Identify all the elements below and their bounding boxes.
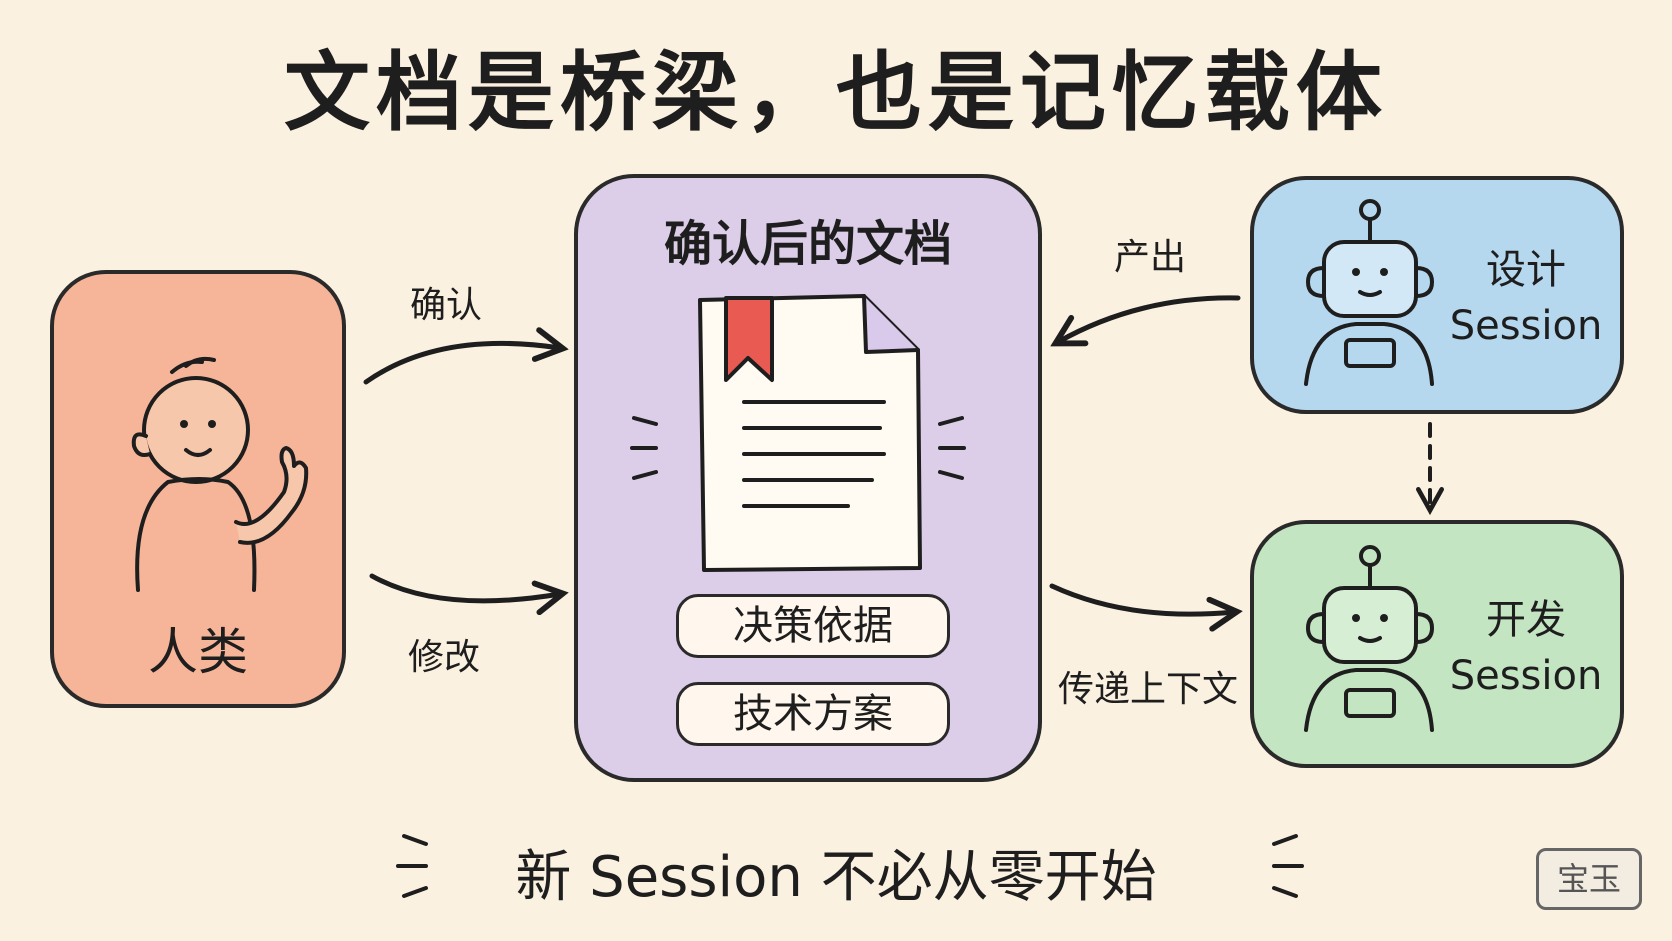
tag-decision-basis: 决策依据 [676,594,950,658]
arrow-produce [1058,295,1241,342]
dev-session-node [1250,520,1624,768]
edge-label-confirm: 确认 [410,285,483,326]
footer-sparkles [396,834,1304,898]
dev-robot-icon [1304,545,1434,732]
footer-caption: 新 Session 不必从零开始 [0,832,1672,913]
person-icon [131,356,309,592]
human-label: 人类 [148,623,248,681]
document-title: 确认后的文档 [663,216,952,272]
design-label-line1: 设计 [1486,247,1566,293]
bookmark-icon [724,296,774,382]
footer-text: 新 Session 不必从零开始 [515,845,1157,910]
edge-label-modify: 修改 [408,637,481,678]
arrow-pass-context [1049,583,1234,614]
design-label-line2: Session [1449,303,1603,349]
edge-label-produce: 产出 [1114,237,1187,278]
design-session-label: 设计 Session [1446,242,1606,354]
dev-label-line2: Session [1449,653,1603,699]
dev-session-label: 开发 Session [1446,592,1606,704]
page-title: 文档是桥梁，也是记忆载体 [284,43,1388,143]
arrow-confirm [363,343,560,385]
arrow-modify [369,573,560,601]
edge-label-pass-context: 传递上下文 [1058,669,1239,710]
dev-label-line1: 开发 [1486,597,1566,643]
document-icon [630,294,966,572]
design-robot-icon [1304,199,1434,386]
tag-tech-solution: 技术方案 [676,682,950,746]
author-stamp: 宝玉 [1536,848,1642,910]
